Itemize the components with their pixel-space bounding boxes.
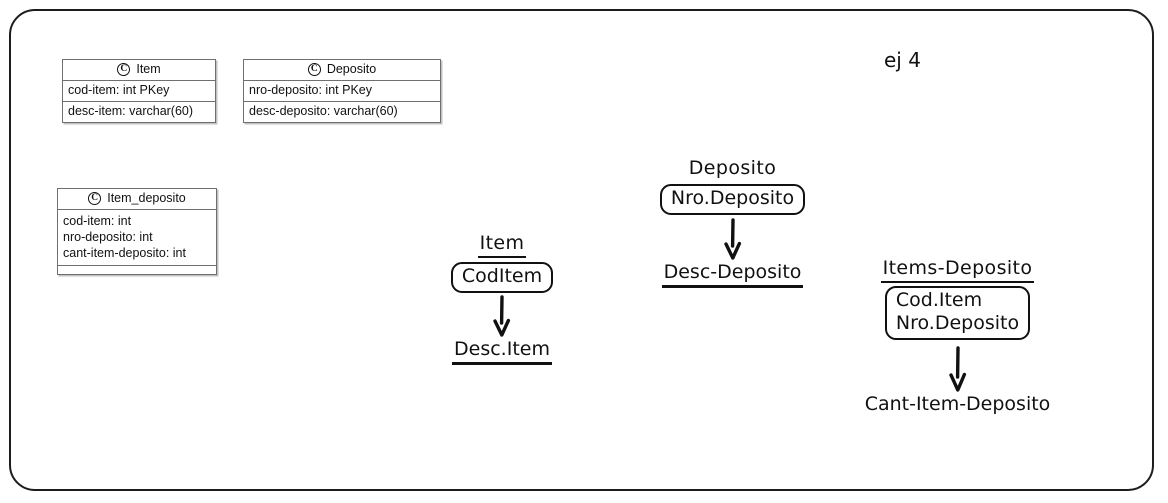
schema-group-deposito: Deposito Nro.Deposito Desc-Deposito — [640, 157, 825, 288]
exercise-label: ej 4 — [884, 48, 921, 72]
uml-class-deposito-attribute-row: nro-deposito: int PKey — [244, 81, 440, 103]
uml-class-item: C Item cod-item: int PKey desc-item: var… — [62, 59, 216, 124]
schema-item-target: Desc.Item — [452, 338, 552, 365]
uml-class-item-name: Item — [136, 62, 161, 77]
schema-deposito-title: Deposito — [688, 157, 777, 179]
uml-class-item-attribute-row: desc-item: varchar(60) — [68, 104, 194, 119]
page-border-frame — [9, 9, 1154, 491]
schema-item-arrow-icon — [493, 295, 511, 337]
uml-class-deposito: C Deposito nro-deposito: int PKey desc-d… — [243, 59, 441, 124]
uml-class-deposito-header: C Deposito — [244, 60, 440, 81]
schema-deposito-target: Desc-Deposito — [661, 261, 804, 288]
uml-class-deposito-name: Deposito — [326, 62, 377, 77]
class-stereotype-icon: C — [117, 63, 131, 76]
uml-class-item-deposito-attributes: cod-item: int nro-deposito: int cant-ite… — [58, 210, 216, 266]
schema-group-item: Item CodItem Desc.Item — [432, 232, 572, 365]
uml-class-item-deposito-header: C Item_deposito — [58, 189, 216, 210]
uml-class-item-attribute-row: cod-item: int PKey — [63, 81, 215, 103]
uml-class-item-deposito-name: Item_deposito — [107, 191, 186, 206]
schema-item-key: CodItem — [461, 264, 543, 287]
uml-class-item-deposito: C Item_deposito cod-item: int nro-deposi… — [57, 188, 217, 275]
schema-item-key-box: CodItem — [450, 261, 554, 294]
schema-items-deposito-key-box: Cod.Item Nro.Deposito — [884, 285, 1031, 341]
schema-deposito-key-box: Nro.Deposito — [659, 183, 806, 216]
schema-group-items-deposito: Items-Deposito Cod.Item Nro.Deposito Can… — [850, 257, 1065, 417]
schema-items-deposito-arrow-icon — [948, 346, 966, 392]
schema-items-deposito-target: Cant-Item-Deposito — [864, 393, 1051, 416]
class-stereotype-icon: C — [88, 192, 102, 205]
class-stereotype-icon: C — [307, 63, 321, 76]
uml-class-item-header: C Item — [63, 60, 215, 81]
schema-items-deposito-keys: Cod.Item Nro.Deposito — [895, 288, 1020, 335]
schema-items-deposito-title: Items-Deposito — [880, 257, 1035, 283]
schema-deposito-key: Nro.Deposito — [670, 186, 795, 209]
schema-deposito-arrow-icon — [723, 218, 741, 260]
schema-item-title: Item — [477, 232, 527, 258]
uml-class-deposito-attribute-row: desc-deposito: varchar(60) — [249, 104, 398, 119]
uml-class-item-deposito-operations — [58, 266, 216, 274]
